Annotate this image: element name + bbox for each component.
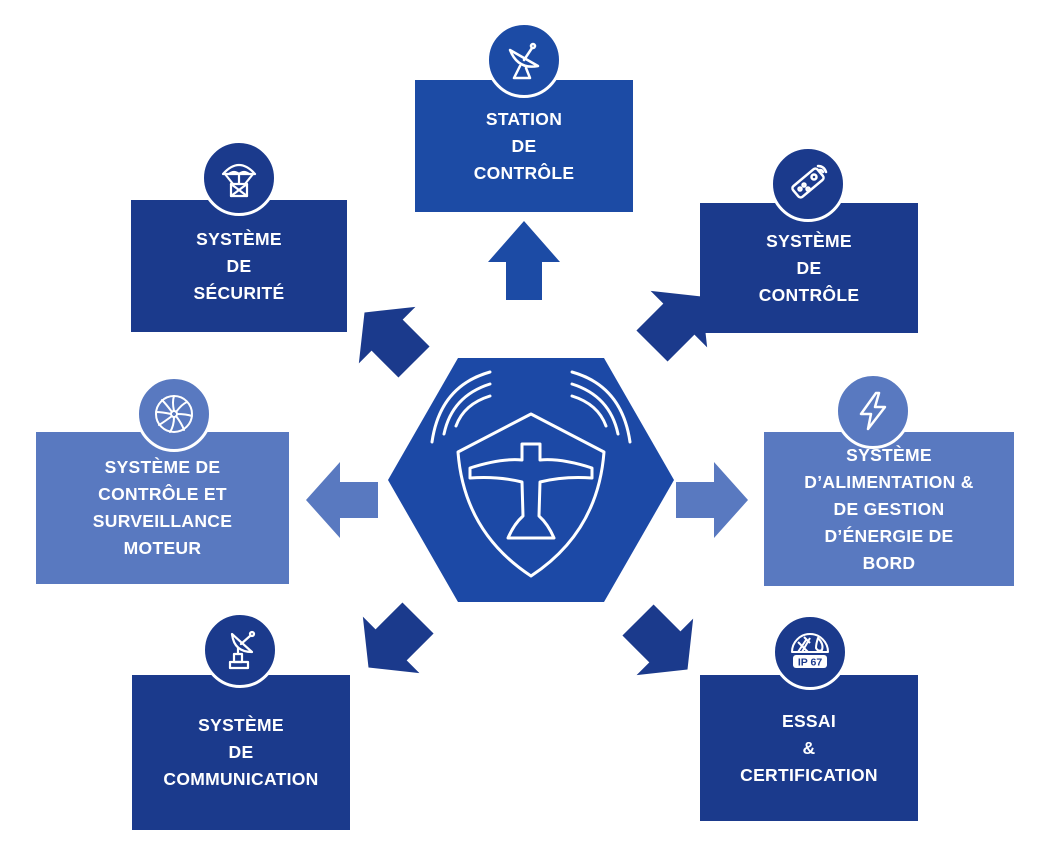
node-controle: SYSTÈME DE CONTRÔLE [700, 203, 918, 333]
node-alimentation-label: SYSTÈME D’ALIMENTATION & DE GESTION D’ÉN… [804, 444, 974, 573]
turbine-icon [155, 395, 193, 433]
arrow-to-communication [362, 602, 434, 674]
badge-station [486, 22, 562, 98]
badge-moteur [136, 376, 212, 452]
node-essai-label: ESSAI & CERTIFICATION [740, 710, 878, 785]
node-communication: SYSTÈME DE COMMUNICATION [132, 675, 350, 830]
node-station: STATION DE CONTRÔLE [415, 80, 633, 212]
node-alimentation: SYSTÈME D’ALIMENTATION & DE GESTION D’ÉN… [764, 432, 1014, 586]
node-controle-label: SYSTÈME DE CONTRÔLE [758, 230, 860, 305]
node-securite: SYSTÈME DE SÉCURITÉ [131, 200, 347, 332]
satellite-dish-icon [508, 42, 540, 80]
node-communication-label: SYSTÈME DE COMMUNICATION [163, 715, 319, 789]
badge-alimentation [835, 373, 911, 449]
node-station-label: STATION DE CONTRÔLE [473, 108, 575, 183]
center-hexagon [388, 358, 674, 602]
antenna-tower-icon [228, 630, 256, 670]
ip67-icon: IP 67 [791, 633, 829, 669]
node-essai: ESSAI & CERTIFICATION [700, 675, 918, 821]
arrow-to-alimentation [676, 462, 748, 538]
node-moteur: SYSTÈME DE CONTRÔLE ET SURVEILLANCE MOTE… [36, 432, 289, 584]
badge-communication [202, 612, 278, 688]
lightning-icon [859, 391, 887, 431]
node-securite-label: SYSTÈME DE SÉCURITÉ [193, 228, 285, 303]
badge-controle [770, 146, 846, 222]
badge-essai: IP 67 [772, 614, 848, 690]
ip67-text: IP 67 [798, 657, 822, 669]
parachute-icon [221, 163, 257, 198]
drone-shield-icon [430, 370, 632, 578]
node-moteur-label: SYSTÈME DE CONTRÔLE ET SURVEILLANCE MOTE… [92, 457, 233, 558]
badge-securite [201, 140, 277, 216]
remote-control-icon [791, 164, 828, 199]
arrow-to-moteur [306, 462, 378, 538]
arrow-to-station [488, 221, 560, 300]
